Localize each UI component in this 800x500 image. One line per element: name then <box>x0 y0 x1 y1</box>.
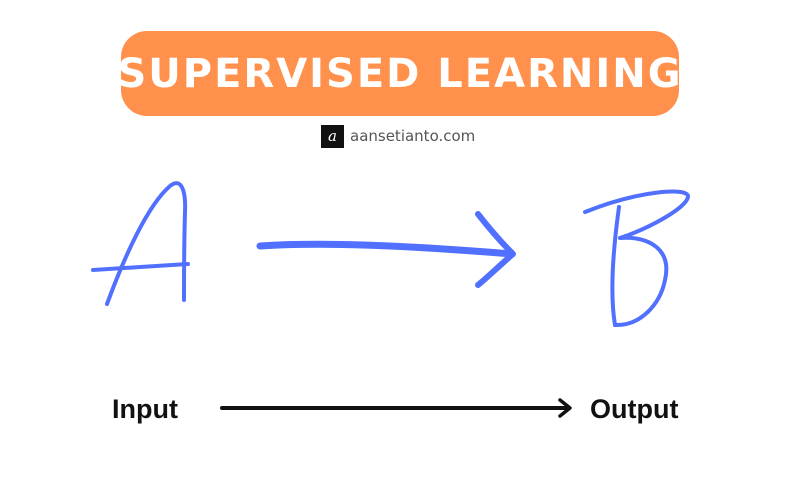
input-label: Input <box>112 394 178 424</box>
flow-arrow <box>220 398 572 418</box>
letter-a-left-stroke <box>105 181 188 306</box>
diagram-title: SUPERVISED LEARNING <box>117 50 683 97</box>
letter-b-bottom-loop <box>613 235 669 328</box>
title-banner: SUPERVISED LEARNING <box>117 31 681 116</box>
letter-b-spine <box>610 205 621 327</box>
brand: a aansetianto.com <box>321 124 475 148</box>
sketch-arrow-shaft <box>256 240 516 258</box>
letter-a-crossbar <box>91 262 190 272</box>
letter-a-sketch <box>91 181 190 306</box>
sketch-arrow <box>256 211 516 288</box>
brand-site: aansetianto.com <box>350 127 476 145</box>
letter-b-top-loop <box>583 189 690 240</box>
flow-arrow-head <box>558 398 572 418</box>
letter-b-sketch <box>583 189 690 328</box>
sketch-arrow-head <box>475 211 516 288</box>
brand-logo: a <box>321 124 344 148</box>
output-label: Output <box>590 394 679 424</box>
